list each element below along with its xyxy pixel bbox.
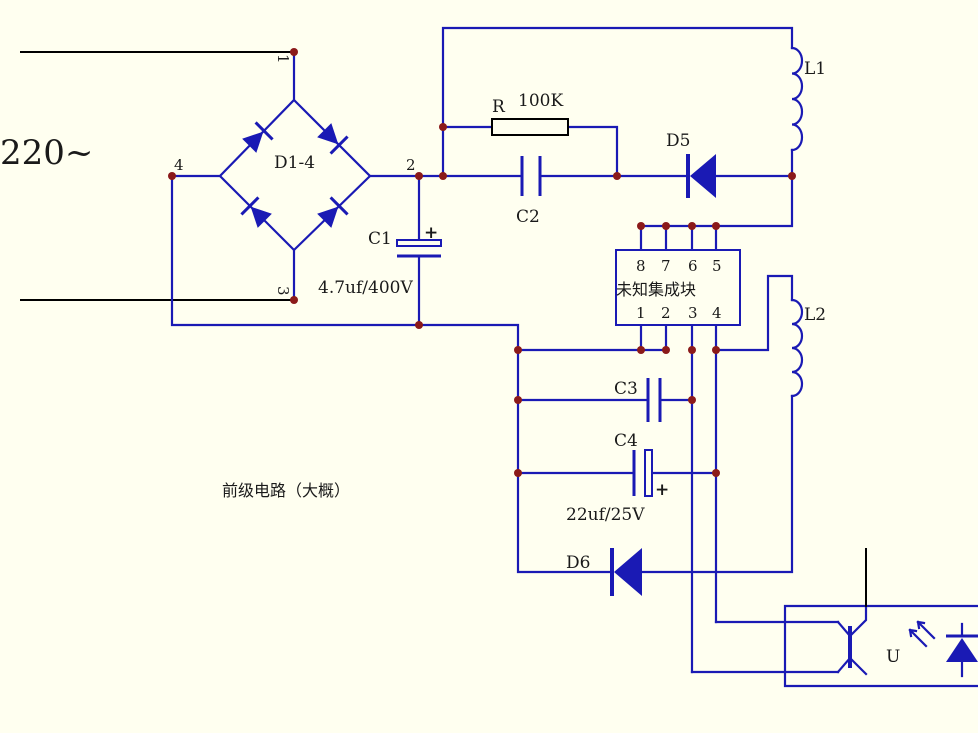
diode-d6 — [610, 548, 642, 596]
wire-l2-top — [714, 274, 794, 352]
capacitor-c2 — [520, 156, 542, 196]
bridge-pin1-label: 1 — [274, 54, 292, 64]
capacitor-c1 — [396, 239, 442, 258]
opto-box — [783, 604, 978, 688]
inductor-l1 — [790, 46, 804, 152]
ic-pin8: 8 — [636, 257, 646, 275]
ic-pin6: 6 — [688, 257, 698, 275]
circuit-note: 前级电路（大概） — [222, 481, 350, 500]
optocoupler-label: U — [886, 647, 900, 667]
ic-pin5: 5 — [712, 257, 722, 275]
capacitor-c3 — [646, 378, 662, 422]
wire-ic-bottom-pins — [639, 323, 718, 674]
ic-pin1: 1 — [636, 304, 646, 322]
l1-label: L1 — [804, 59, 826, 79]
bridge-pin3-label: 3 — [274, 286, 292, 296]
c1-label: C1 — [368, 229, 392, 249]
light-arrow-1 — [908, 628, 928, 648]
wire-r-left — [441, 125, 494, 178]
d6-label: D6 — [566, 553, 590, 573]
c1-plus: + — [424, 223, 438, 243]
wire-neg-rail — [170, 174, 614, 574]
led-icon — [946, 638, 978, 662]
inductor-l2 — [790, 298, 804, 398]
d5-label: D5 — [666, 131, 690, 151]
c3-label: C3 — [614, 379, 638, 399]
c4-label: C4 — [614, 431, 638, 451]
input-voltage-label: 220~ — [0, 133, 93, 173]
wire-l2-bottom — [640, 394, 794, 574]
wire-r-right — [566, 125, 619, 178]
bridge-label: D1-4 — [274, 153, 315, 173]
wire-ic-top-pins — [639, 224, 718, 252]
ic-pin2: 2 — [661, 304, 671, 322]
c4-value: 22uf/25V — [566, 505, 645, 525]
bridge-pin2-label: 2 — [406, 156, 416, 174]
ic-chip — [615, 249, 741, 326]
bridge-diamond — [218, 98, 372, 252]
diode-d5 — [686, 154, 716, 198]
c1-value: 4.7uf/400V — [318, 278, 413, 298]
resistor-value: 100K — [518, 91, 563, 111]
optocoupler-u — [783, 548, 978, 688]
labels: 220~ 1 2 3 4 D1-4 C1 + 4.7uf/400V R 100K… — [0, 54, 900, 667]
wire-l1-to-ic — [639, 148, 794, 228]
l2-label: L2 — [804, 305, 826, 325]
diode-d3 — [240, 196, 272, 228]
c4-plus: + — [655, 480, 669, 500]
bridge-pin4-label: 4 — [174, 156, 184, 174]
junctions — [168, 48, 796, 477]
ic-title: 未知集成块 — [616, 280, 696, 299]
bridge-diodes — [240, 121, 349, 228]
resistor-label: R — [492, 97, 506, 117]
light-arrow-2 — [916, 620, 936, 640]
ic-pin3: 3 — [688, 304, 698, 322]
capacitor-c4 — [632, 449, 653, 497]
c2-label: C2 — [516, 207, 540, 227]
ic-pin7: 7 — [661, 257, 671, 275]
resistor-r — [491, 118, 569, 136]
ic-pin4: 4 — [712, 304, 722, 322]
wire-top-loop — [441, 26, 794, 129]
